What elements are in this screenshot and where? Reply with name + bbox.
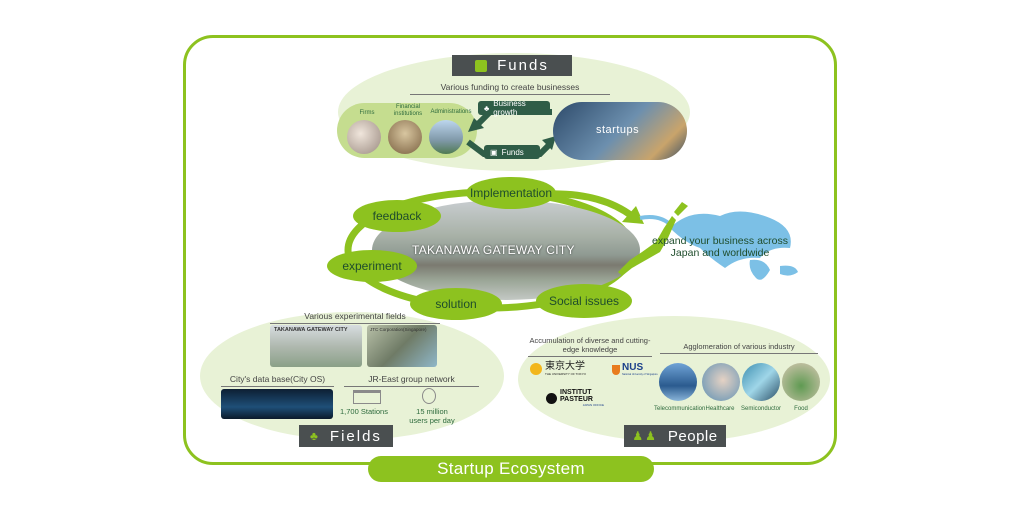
utokyo-logo: 東京大学 THE UNIVERSITY OF TOKYO	[530, 362, 586, 376]
cycle-step-feedback: feedback	[353, 200, 441, 232]
healthcare-photo	[702, 363, 740, 401]
cycle-step-solution: solution	[410, 288, 502, 320]
tree-bench-icon: ♣	[310, 429, 320, 443]
money-icon: ▣	[490, 147, 498, 157]
nus-sub: National University of Singapore	[622, 373, 658, 376]
people-title: People	[667, 427, 718, 445]
fields-title: Fields	[329, 427, 382, 445]
pasteur-sub: JAPAN OFFICE	[582, 403, 604, 407]
utokyo-name: 東京大学	[545, 361, 585, 372]
nus-logo: NUS National University of Singapore	[612, 363, 658, 376]
jtc-site-photo: JTC Corporation(Singapore)	[367, 325, 437, 367]
industry-label: Telecommunication	[654, 406, 706, 412]
people-icon: ♟♟	[632, 429, 658, 443]
cycle-step-implementation: Implementation	[466, 177, 556, 209]
step-label: solution	[435, 297, 477, 311]
people-title-box: ♟♟ People	[624, 425, 726, 447]
industry-heading: Agglomeration of various industry	[660, 342, 818, 354]
growth-icon: ♣	[484, 103, 490, 113]
expand-text: expand your business across Japan and wo…	[640, 235, 800, 259]
site-caption: JTC Corporation(Singapore)	[370, 327, 427, 332]
users-stat: 15 million users per day	[409, 407, 455, 425]
funds-arrow: ▣ Funds	[484, 145, 540, 159]
funds-subtitle: Various funding to create businesses	[410, 82, 610, 95]
funds-arrow-label: Funds	[501, 147, 524, 157]
expand-text-line2: Japan and worldwide	[670, 247, 770, 259]
food-photo	[782, 363, 820, 401]
experimental-heading: Various experimental fields	[270, 311, 440, 324]
expand-arrow	[545, 190, 644, 224]
administrations-photo	[429, 120, 463, 154]
cycle-step-social-issues: Social issues	[536, 284, 632, 318]
users-icon	[422, 388, 436, 404]
cycle-step-experiment: experiment	[327, 250, 417, 282]
stations-stat: 1,700 Stations	[340, 407, 388, 416]
city-os-image	[221, 389, 333, 419]
step-label: Social issues	[548, 294, 620, 308]
business-growth-arrow: ♣ Business growth	[478, 99, 550, 117]
semiconductor-photo	[742, 363, 780, 401]
step-label: experiment	[342, 259, 402, 273]
step-label: feedback	[372, 209, 422, 223]
money-stack-icon	[475, 59, 488, 72]
utokyo-sub: THE UNIVERSITY OF TOKYO	[545, 372, 587, 376]
step-label: Implementation	[469, 186, 553, 200]
knowledge-heading: Accumulation of diverse and cutting-edge…	[528, 336, 652, 357]
database-heading: City's data base(City OS)	[221, 374, 334, 387]
industry-label: Semiconductor	[740, 406, 782, 412]
funds-title: Funds	[497, 57, 549, 74]
investor-label: Financial institutions	[393, 104, 423, 117]
industry-label: Healthcare	[705, 406, 735, 412]
nus-crest-icon	[612, 364, 620, 375]
startups-label: startups	[596, 124, 640, 136]
fields-title-box: ♣ Fields	[299, 425, 393, 447]
expand-text-line1: expand your business across	[652, 235, 788, 247]
investor-label: Firms	[359, 110, 375, 116]
financial-institutions-photo	[388, 120, 422, 154]
industry-label: Food	[794, 406, 808, 412]
station-icon	[353, 390, 381, 404]
ginkgo-icon	[530, 363, 542, 375]
startups-photo	[553, 102, 687, 160]
startup-ecosystem-label: Startup Ecosystem	[368, 456, 654, 482]
city-center-label: TAKANAWA GATEWAY CITY	[412, 243, 575, 257]
pasteur-name: INSTITUT PASTEUR	[560, 389, 593, 403]
nus-name: NUS	[622, 362, 644, 373]
takanawa-site-photo: TAKANAWA GATEWAY CITY	[270, 325, 362, 367]
japan-map	[618, 202, 688, 276]
network-heading: JR-East group network	[344, 374, 479, 387]
firms-photo	[347, 120, 381, 154]
site-caption: TAKANAWA GATEWAY CITY	[274, 327, 348, 333]
pasteur-logo: INSTITUT PASTEUR JAPAN OFFICE	[546, 389, 604, 407]
telecommunication-photo	[659, 363, 697, 401]
business-growth-label: Business growth	[493, 99, 526, 117]
funds-title-box: Funds	[452, 55, 572, 76]
world-map	[639, 211, 798, 280]
pasteur-emblem-icon	[546, 392, 557, 404]
investor-label: Administrations	[430, 109, 472, 115]
